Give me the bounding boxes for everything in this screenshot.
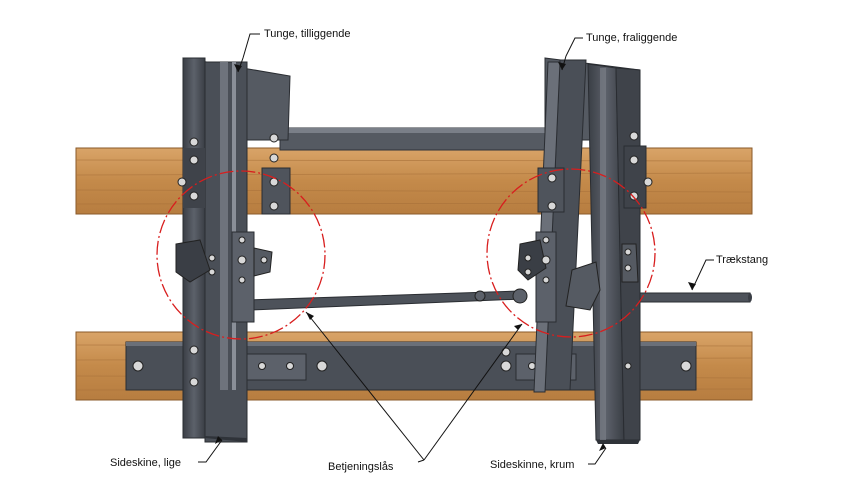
label-pull-rod: Trækstang: [716, 254, 768, 266]
right-rail-bolts: [501, 131, 653, 370]
leader-stock-rail-curved: [588, 447, 607, 465]
lock-highlight-circle-left: [156, 170, 326, 340]
leader-stock-rail-straight: [198, 439, 223, 463]
leader-arrowheads: [215, 62, 696, 451]
leader-tongue-open: [561, 37, 583, 71]
left-rail-bolts: [177, 133, 279, 387]
leader-lock-right: [423, 323, 523, 461]
leader-lock-left: [305, 311, 425, 461]
lock-highlight-circle-right: [486, 168, 656, 338]
label-tongue-closed: Tunge, tilliggende: [264, 28, 350, 40]
leader-pull-rod: [691, 259, 714, 291]
left-rail-assembly: [175, 57, 291, 443]
label-operating-lock: Betjeningslås: [328, 461, 394, 473]
leader-lines: [198, 33, 714, 465]
label-tongue-open: Tunge, fraliggende: [586, 32, 677, 44]
label-stock-rail-straight: Sideskine, lige: [110, 457, 181, 469]
leader-tongue-closed: [237, 33, 260, 73]
label-stock-rail-curved: Sideskinne, krum: [490, 459, 574, 471]
